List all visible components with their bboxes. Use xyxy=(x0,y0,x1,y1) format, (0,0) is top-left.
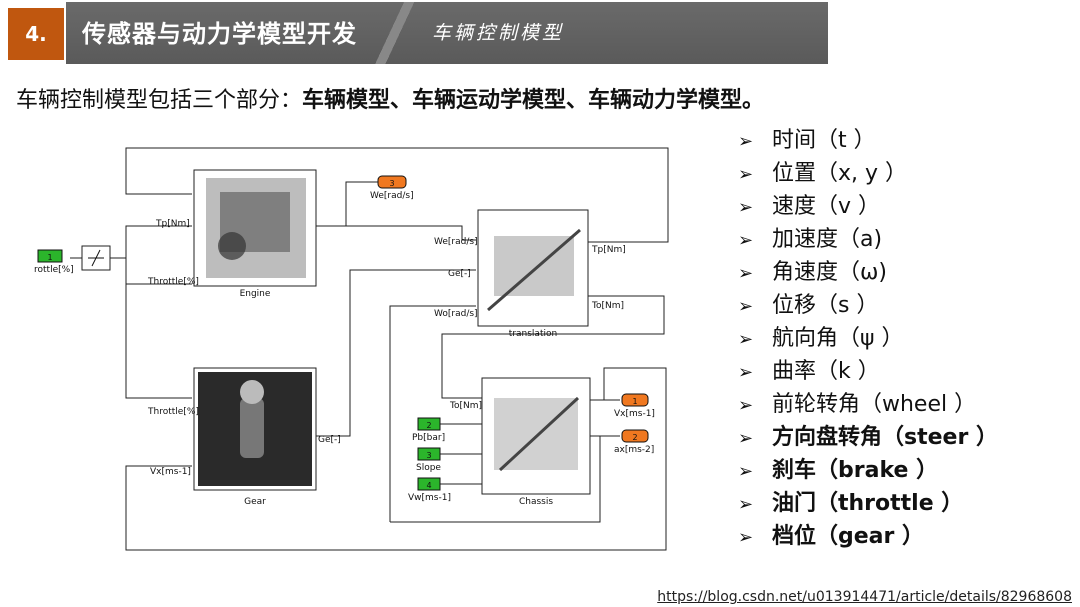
engine-label: Engine xyxy=(240,289,271,299)
outport-ax[interactable]: 2 ax[ms-2] xyxy=(614,429,654,455)
outport-we[interactable]: 3 We[rad/s] xyxy=(370,175,414,201)
arrow-bullet-icon: ➢ xyxy=(738,329,754,350)
inport-slope-label: Slope xyxy=(416,463,441,473)
list-item-text: 航向角（ψ ） xyxy=(772,326,904,351)
translation-block[interactable]: translation We[rad/s] Ge[-] Wo[rad/s] Tp… xyxy=(434,209,626,339)
translation-out-to: To[Nm] xyxy=(591,301,624,311)
parameter-list: ➢ 时间（t ） ➢ 位置（x, y ） ➢ 速度（v ） ➢ 加速度（a) ➢ 角速度（ω) ➢ 位… xyxy=(738,124,998,553)
inport-pb-label: Pb[bar] xyxy=(412,433,445,443)
list-item-text: 速度（v ） xyxy=(772,194,881,219)
outport-we-label: We[rad/s] xyxy=(370,191,414,201)
list-item-text: 刹车（brake ） xyxy=(772,458,939,483)
engine-in-throttle: Throttle[%] xyxy=(147,277,199,287)
list-item: ➢ 时间（t ） xyxy=(738,124,998,157)
list-item-text: 位移（s ） xyxy=(772,293,879,318)
list-item-text: 加速度（a) xyxy=(772,227,883,252)
arrow-bullet-icon: ➢ xyxy=(738,461,754,482)
list-item: ➢ 曲率（k ） xyxy=(738,355,998,388)
outport-vx[interactable]: 1 Vx[ms-1] xyxy=(614,393,655,419)
list-item: ➢ 油门（throttle ） xyxy=(738,487,998,520)
header-divider xyxy=(372,2,416,64)
gear-in-throttle: Throttle[%] xyxy=(147,407,199,417)
list-item-text: 油门（throttle ） xyxy=(772,491,964,516)
list-item: ➢ 加速度（a) xyxy=(738,223,998,256)
chassis-in-to: To[Nm] xyxy=(449,401,482,411)
chassis-block[interactable]: Chassis To[Nm] xyxy=(449,377,591,507)
chassis-label: Chassis xyxy=(519,497,553,507)
intro-bold: 车辆模型、车辆运动学模型、车辆动力学模型。 xyxy=(302,88,765,113)
inport-pb[interactable]: 2 Pb[bar] xyxy=(412,417,445,443)
intro-lead: 车辆控制模型包括三个部分： xyxy=(16,88,303,113)
list-item-text: 方向盘转角（steer ） xyxy=(772,425,998,450)
outport-vx-label: Vx[ms-1] xyxy=(614,409,655,419)
svg-text:1: 1 xyxy=(47,253,52,262)
gear-in-vx: Vx[ms-1] xyxy=(150,467,191,477)
list-item: ➢ 位移（s ） xyxy=(738,289,998,322)
section-subtitle: 车辆控制模型 xyxy=(432,22,565,44)
inport-vw[interactable]: 4 Vw[ms-1] xyxy=(408,477,451,503)
arrow-bullet-icon: ➢ xyxy=(738,131,754,152)
header-bar xyxy=(66,2,828,64)
translation-in-we: We[rad/s] xyxy=(434,237,478,247)
translation-in-ge: Ge[-] xyxy=(448,269,471,279)
inport-slope[interactable]: 3 Slope xyxy=(416,447,441,473)
arrow-bullet-icon: ➢ xyxy=(738,527,754,548)
list-item: ➢ 航向角（ψ ） xyxy=(738,322,998,355)
list-item: ➢ 刹车（brake ） xyxy=(738,454,998,487)
section-number: 4. xyxy=(8,8,64,60)
list-item-text: 时间（t ） xyxy=(772,128,876,153)
sum-block[interactable] xyxy=(81,245,111,271)
intro-sentence: 车辆控制模型包括三个部分：车辆模型、车辆运动学模型、车辆动力学模型。 xyxy=(16,82,764,114)
list-item: ➢ 档位（gear ） xyxy=(738,520,998,553)
inport-throttle-label: rottle[%] xyxy=(34,265,74,275)
list-item-text: 前轮转角（wheel ） xyxy=(772,392,977,417)
gear-block[interactable]: Gear Throttle[%] Vx[ms-1] Ge[-] xyxy=(147,367,341,507)
source-url[interactable]: https://blog.csdn.net/u013914471/article… xyxy=(657,589,1072,605)
engine-block[interactable]: Engine Tp[Nm] Throttle[%] xyxy=(147,169,317,299)
list-item: ➢ 方向盘转角（steer ） xyxy=(738,421,998,454)
engine-in-tp: Tp[Nm] xyxy=(155,219,190,229)
svg-text:2: 2 xyxy=(632,433,637,442)
arrow-bullet-icon: ➢ xyxy=(738,428,754,449)
list-item-text: 位置（x, y ） xyxy=(772,161,908,186)
inport-throttle[interactable]: 1 rottle[%] xyxy=(34,249,74,275)
list-item: ➢ 速度（v ） xyxy=(738,190,998,223)
svg-text:4: 4 xyxy=(426,481,431,490)
arrow-bullet-icon: ➢ xyxy=(738,230,754,251)
arrow-bullet-icon: ➢ xyxy=(738,362,754,383)
arrow-bullet-icon: ➢ xyxy=(738,296,754,317)
arrow-bullet-icon: ➢ xyxy=(738,263,754,284)
section-title: 传感器与动力学模型开发 xyxy=(82,20,357,48)
inport-vw-label: Vw[ms-1] xyxy=(408,493,451,503)
svg-text:3: 3 xyxy=(426,451,431,460)
list-item: ➢ 角速度（ω) xyxy=(738,256,998,289)
svg-text:2: 2 xyxy=(426,421,431,430)
translation-out-tp: Tp[Nm] xyxy=(591,245,626,255)
gear-out-ge: Ge[-] xyxy=(318,435,341,445)
svg-text:1: 1 xyxy=(632,397,637,406)
outport-ax-label: ax[ms-2] xyxy=(614,445,654,455)
translation-label: translation xyxy=(509,329,557,339)
arrow-bullet-icon: ➢ xyxy=(738,494,754,515)
arrow-bullet-icon: ➢ xyxy=(738,197,754,218)
list-item-text: 档位（gear ） xyxy=(772,524,925,549)
list-item: ➢ 前轮转角（wheel ） xyxy=(738,388,998,421)
gear-label: Gear xyxy=(244,497,266,507)
translation-in-wo: Wo[rad/s] xyxy=(434,309,478,319)
svg-text:3: 3 xyxy=(389,179,394,188)
arrow-bullet-icon: ➢ xyxy=(738,164,754,185)
arrow-bullet-icon: ➢ xyxy=(738,395,754,416)
list-item: ➢ 位置（x, y ） xyxy=(738,157,998,190)
list-item-text: 曲率（k ） xyxy=(772,359,880,384)
list-item-text: 角速度（ω) xyxy=(772,260,888,285)
